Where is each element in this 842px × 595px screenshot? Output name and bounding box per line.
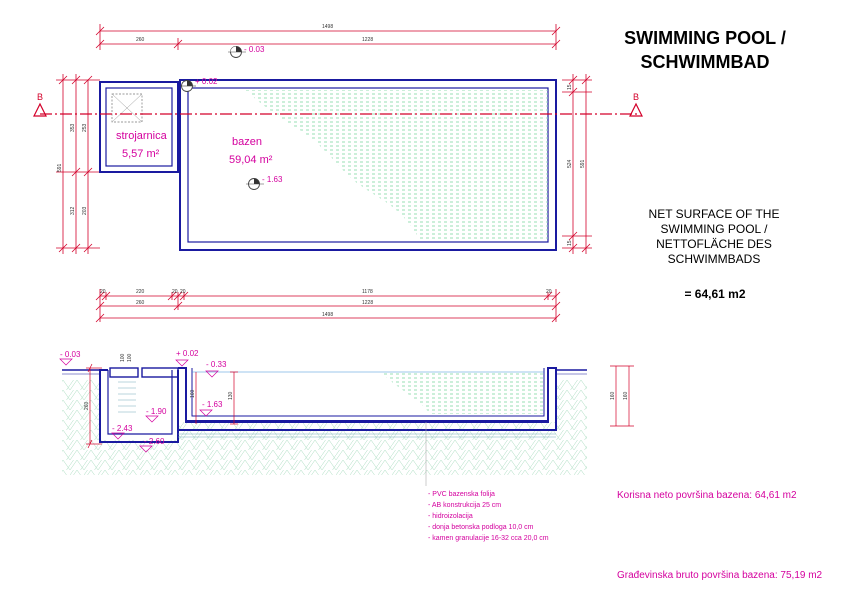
section-dim-c: 260	[84, 401, 90, 410]
section-level-water: - 0.33	[206, 360, 227, 369]
dim-bottom-row3: 1498	[322, 312, 333, 318]
net-surface-line-2: SWIMMING POOL /	[660, 222, 768, 236]
dim-bottom-c: 20	[172, 289, 178, 295]
section-marker-left: B	[37, 92, 43, 102]
dim-left-b: 253	[82, 123, 88, 132]
level-floor-label: - 1.63	[262, 175, 283, 184]
layer-5: - kamen granulacije 16-32 cca 20,0 cm	[428, 535, 549, 542]
machine-room	[99, 81, 179, 173]
dim-left-d: 203	[82, 206, 88, 215]
net-surface-caption: NET SURFACE OF THE SWIMMING POOL / NETTO…	[614, 207, 814, 267]
layer-4: - donja betonska podloga 10,0 cm	[428, 524, 534, 531]
plan-bottom-dimensions	[95, 289, 561, 323]
plan-top-dimensions	[95, 24, 561, 50]
section-marker-right: B	[633, 92, 639, 102]
section-line-b	[33, 102, 643, 117]
dim-bottom-b: 220	[136, 289, 145, 295]
dim-bottom-e: 1178	[362, 289, 373, 295]
level-edge-label: + 0.02	[195, 77, 218, 86]
dim-right-c: 15	[567, 240, 573, 246]
net-surface-line-4: SCHWIMMBADS	[667, 252, 761, 266]
section-dim-b: 100	[127, 353, 133, 362]
level-top-label: - 0.03	[244, 45, 265, 54]
dim-bottom-d: 20	[180, 289, 186, 295]
section-dim-d: 160	[190, 389, 196, 398]
dim-left-total: 591	[57, 163, 63, 172]
title-line-1: SWIMMING POOL /	[624, 28, 786, 48]
section-dim-a: 100	[120, 353, 126, 362]
layer-2: - AB konstrukcija 25 cm	[428, 502, 501, 509]
dim-right-b: 524	[567, 159, 573, 168]
section-level-pit: - 2.43	[112, 424, 133, 433]
net-area-summary: Korisna neto površina bazena: 64,61 m2	[617, 490, 797, 501]
dim-bottom-a: 20	[100, 289, 106, 295]
dim-left-c: 312	[70, 206, 76, 215]
section-level-pit-bottom: - 2.60	[144, 437, 165, 446]
room-name-pool: bazen	[232, 136, 262, 148]
section-dim-r2: 160	[623, 391, 629, 400]
section-level-triangles	[59, 358, 219, 453]
net-surface-line-1: NET SURFACE OF THE	[648, 207, 780, 221]
dim-bottom-f: 20	[546, 289, 552, 295]
section-dim-e: 130	[228, 391, 234, 400]
plan-right-dimensions	[562, 74, 592, 254]
level-marker-floor	[246, 178, 264, 190]
room-name-machine: strojarnica	[116, 130, 168, 142]
room-area-machine: 5,57 m²	[122, 148, 160, 160]
dim-right-total: 591	[580, 159, 586, 168]
section-level-left-top: - 0.03	[60, 350, 81, 359]
section-dimensions	[86, 363, 634, 449]
page-title: SWIMMING POOL / SCHWIMMBAD	[590, 26, 820, 74]
dim-right-a: 15	[567, 84, 573, 90]
dim-part-right: 1228	[362, 37, 373, 43]
room-area-pool: 59,04 m²	[229, 154, 273, 166]
plan-left-dimensions	[56, 74, 100, 254]
net-surface-value: = 64,61 m2	[684, 287, 746, 301]
dim-part-left: 260	[136, 37, 145, 43]
title-line-2: SCHWIMMBAD	[640, 52, 770, 72]
section-level-edge: + 0.02	[176, 349, 199, 358]
net-surface-line-3: NETTOFLÄCHE DES	[656, 237, 772, 251]
section-level-step: - 1.90	[146, 407, 167, 416]
section-structure	[99, 367, 557, 443]
level-marker-top	[228, 46, 246, 58]
layer-3: - hidroizolacija	[428, 513, 473, 520]
section-level-floor: - 1.63	[202, 400, 223, 409]
level-marker-edge	[180, 80, 196, 92]
pool-basin-plan	[179, 79, 557, 251]
section-dim-r1: 160	[610, 391, 616, 400]
dim-left-a: 353	[70, 123, 76, 132]
layer-1: - PVC bazenska folija	[428, 491, 495, 498]
dim-bottom-row2-a: 260	[136, 300, 145, 306]
dim-bottom-row2-b: 1228	[362, 300, 373, 306]
dim-total: 1498	[322, 24, 333, 30]
gross-area-summary: Građevinska bruto površina bazena: 75,19…	[617, 570, 823, 581]
